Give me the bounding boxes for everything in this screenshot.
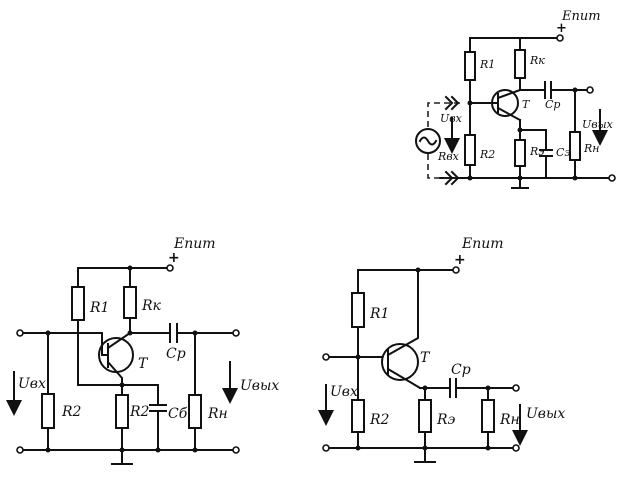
resistor-r2-right [115,394,129,429]
rn-label: Rн [583,142,600,155]
cp-label: Cp [166,346,186,362]
rvx-label: Rвх [437,150,460,163]
supply-label: Eпит [173,236,216,252]
transistor-label: T [138,356,149,372]
resistor-r1 [351,292,365,328]
uvyx-label: Uвых [526,406,565,422]
r1-label: R1 [369,306,389,322]
r2-right-label: R2 [129,404,150,420]
circuit-top-right: + Eпит R1 Rк T Cp R2 Rэ Cэ Rн [415,9,616,189]
uvyx-label: Uвых [240,378,279,394]
r2-label: R2 [369,412,390,428]
resistor-r2 [464,134,476,166]
uvx-label: Uвх [330,384,358,400]
rk-label: Rк [529,54,545,67]
resistor-re [418,399,432,433]
re-label: Rэ [436,412,456,428]
r1-label: R1 [89,300,109,316]
supply-plus-sign: + [168,250,180,266]
uvx-label: Uвх [18,376,46,392]
resistor-rk [123,286,137,319]
resistor-r2-left [41,393,55,429]
resistor-re [514,139,526,167]
cp-label: Cp [451,362,471,378]
supply-plus-sign: + [556,21,567,36]
supply-label: Eпит [461,236,504,252]
r1-label: R1 [479,58,495,71]
transistor-label: T [420,350,431,366]
resistor-r1 [464,51,476,81]
resistor-rn [481,399,495,433]
rk-label: Rк [141,298,162,314]
circuit-bottom-right: + Eпит R1 T Cp Uвх R2 Rэ Rн [318,236,565,463]
rn-label: Rн [499,412,520,428]
supply-plus-sign: + [454,252,466,268]
uvx-label: Uвх [440,112,463,125]
rn-label: Rн [207,406,228,422]
uvyx-label: Uвых [582,118,614,131]
resistor-r1 [71,286,85,321]
cb-label: Cб [168,406,188,422]
resistor-r2 [351,399,365,433]
supply-label: Eпит [561,9,601,24]
r2-label: R2 [479,148,495,161]
cp-label: Cp [545,98,560,111]
r2-left-label: R2 [61,404,82,420]
resistor-rn [188,394,202,429]
resistor-rk [514,49,526,79]
transistor-label: T [522,98,531,111]
ce-label: Cэ [556,146,571,159]
re-label: Rэ [529,145,544,158]
resistor-rn [569,131,581,161]
circuit-bottom-left: + Eпит R1 Rк T Cp Uвх R2 [6,236,279,465]
